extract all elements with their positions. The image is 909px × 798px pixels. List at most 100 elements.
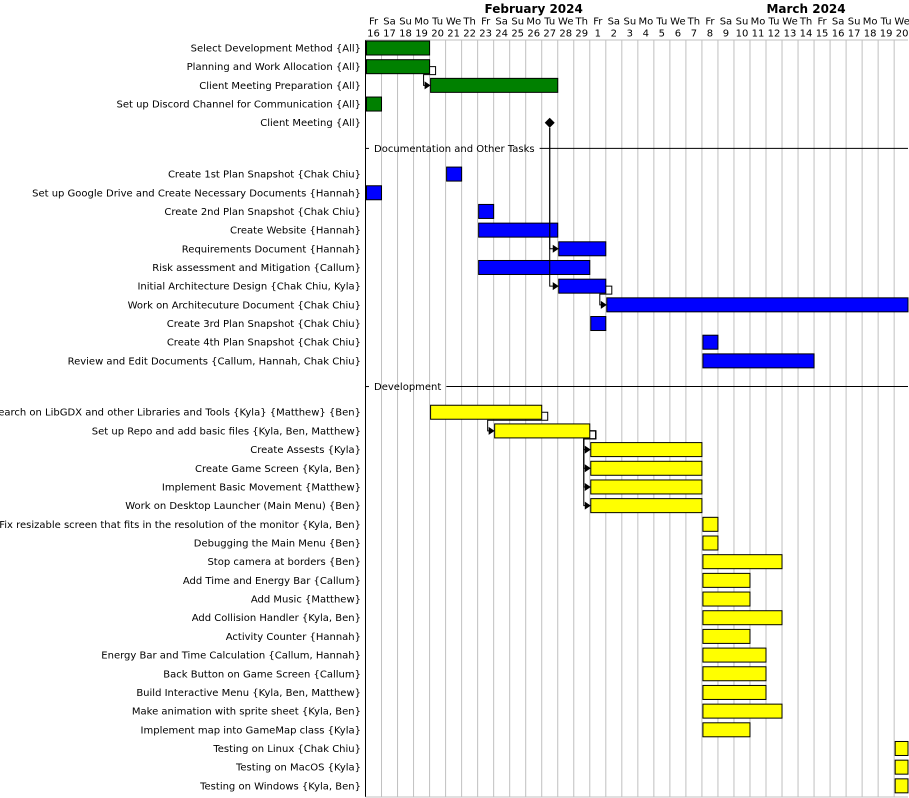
day-of-week-label: Tu bbox=[431, 17, 443, 28]
task-bar bbox=[702, 628, 751, 644]
task-bar bbox=[430, 404, 543, 420]
day-of-week-label: Th bbox=[575, 17, 588, 28]
task-label: Back Button on Game Screen {Callum} bbox=[163, 669, 361, 680]
day-of-week-label: We bbox=[894, 17, 909, 28]
day-of-week-label: Sa bbox=[495, 17, 507, 28]
day-number-label: 27 bbox=[543, 29, 556, 40]
dependency-arrowhead bbox=[600, 300, 607, 309]
day-number-label: 8 bbox=[707, 29, 713, 40]
task-label: Set up Google Drive and Create Necessary… bbox=[32, 188, 361, 199]
task-label: Client Meeting Preparation {All} bbox=[199, 81, 361, 92]
task-bar bbox=[894, 778, 909, 794]
task-bar bbox=[702, 647, 767, 663]
task-label: Planning and Work Allocation {All} bbox=[187, 62, 361, 73]
day-number-label: 13 bbox=[784, 29, 797, 40]
task-bar bbox=[606, 297, 909, 313]
day-of-week-label: Tu bbox=[543, 17, 555, 28]
task-bar bbox=[702, 353, 815, 369]
task-bar bbox=[366, 96, 383, 112]
task-label: Implement Basic Movement {Matthew} bbox=[162, 482, 361, 493]
task-bar bbox=[702, 666, 767, 682]
task-label: Initial Architecture Design {Chak Chiu, … bbox=[137, 282, 361, 293]
day-of-week-label: Fr bbox=[817, 17, 827, 28]
section-label: Documentation and Other Tasks bbox=[374, 144, 535, 155]
task-label: Create Website {Hannah} bbox=[230, 226, 361, 237]
milestone-marker bbox=[544, 117, 555, 128]
day-number-label: 15 bbox=[816, 29, 829, 40]
day-of-week-label: Fr bbox=[705, 17, 715, 28]
task-label: Stop camera at borders {Ben} bbox=[207, 557, 361, 568]
day-of-week-label: Fr bbox=[369, 17, 379, 28]
day-number-label: 9 bbox=[723, 29, 729, 40]
day-of-week-label: Th bbox=[462, 17, 475, 28]
task-bar bbox=[702, 516, 719, 532]
task-label: Energy Bar and Time Calculation {Callum,… bbox=[101, 651, 361, 662]
day-number-label: 20 bbox=[896, 29, 909, 40]
day-number-label: 6 bbox=[675, 29, 681, 40]
day-number-label: 20 bbox=[431, 29, 444, 40]
task-bar bbox=[702, 703, 783, 719]
task-bar bbox=[590, 479, 703, 495]
task-label: Review and Edit Documents {Callum, Hanna… bbox=[68, 356, 361, 367]
task-label: Create 2nd Plan Snapshot {Chak Chiu} bbox=[164, 207, 361, 218]
task-bar bbox=[478, 259, 591, 275]
task-bar bbox=[702, 722, 751, 738]
task-label: Create Game Screen {Kyla, Ben} bbox=[195, 464, 361, 475]
day-number-label: 11 bbox=[752, 29, 765, 40]
day-of-week-label: Mo bbox=[526, 17, 541, 28]
task-bar bbox=[366, 59, 431, 75]
dependency-arrowhead bbox=[584, 501, 591, 510]
task-label: Risk assessment and Mitigation {Callum} bbox=[152, 263, 361, 274]
day-of-week-label: Sa bbox=[383, 17, 395, 28]
day-number-label: 24 bbox=[495, 29, 508, 40]
day-number-label: 19 bbox=[415, 29, 428, 40]
dependency-arrowhead bbox=[552, 244, 559, 253]
day-of-week-label: Fr bbox=[481, 17, 491, 28]
day-number-label: 3 bbox=[627, 29, 633, 40]
task-label: Work on Architecuture Document {Chak Chi… bbox=[128, 300, 361, 311]
dependency-arrowhead bbox=[584, 445, 591, 454]
task-label: Add Music {Matthew} bbox=[251, 595, 361, 606]
section-label: Development bbox=[374, 382, 441, 393]
task-bar bbox=[590, 460, 703, 476]
day-number-label: 23 bbox=[479, 29, 492, 40]
day-of-week-label: Su bbox=[399, 17, 412, 28]
month-label: March 2024 bbox=[766, 2, 845, 16]
day-number-label: 4 bbox=[643, 29, 649, 40]
day-number-label: 16 bbox=[367, 29, 380, 40]
task-bar bbox=[366, 185, 383, 201]
dependency-arrowhead bbox=[424, 81, 431, 90]
dependency-arrowhead bbox=[552, 282, 559, 291]
day-of-week-label: We bbox=[670, 17, 685, 28]
task-bar bbox=[894, 759, 909, 775]
day-number-label: 16 bbox=[832, 29, 845, 40]
task-label: Implement map into GameMap class {Kyla} bbox=[141, 725, 361, 736]
day-number-label: 12 bbox=[768, 29, 781, 40]
day-number-label: 25 bbox=[511, 29, 524, 40]
day-number-label: 1 bbox=[595, 29, 601, 40]
day-of-week-label: Mo bbox=[863, 17, 878, 28]
task-label: Testing on MacOS {Kyla} bbox=[235, 763, 361, 774]
task-bar bbox=[558, 278, 607, 294]
day-of-week-label: Th bbox=[687, 17, 700, 28]
task-label: Add Time and Energy Bar {Callum} bbox=[183, 576, 361, 587]
day-of-week-label: Fr bbox=[593, 17, 603, 28]
day-of-week-label: We bbox=[782, 17, 797, 28]
task-bar bbox=[590, 498, 703, 514]
task-label: Research on LibGDX and other Libraries a… bbox=[0, 408, 361, 419]
task-bar bbox=[702, 334, 719, 350]
task-label: Create 1st Plan Snapshot {Chak Chiu} bbox=[168, 170, 361, 181]
task-bar bbox=[702, 572, 751, 588]
task-bar bbox=[558, 241, 607, 257]
day-of-week-label: We bbox=[446, 17, 461, 28]
task-label: Testing on Linux {Chak Chiu} bbox=[212, 744, 361, 755]
task-bar bbox=[702, 554, 783, 570]
day-of-week-label: Tu bbox=[768, 17, 780, 28]
month-label: February 2024 bbox=[485, 2, 583, 16]
day-number-label: 17 bbox=[383, 29, 396, 40]
day-number-label: 5 bbox=[659, 29, 665, 40]
task-label: Set up Repo and add basic files {Kyla, B… bbox=[92, 426, 361, 437]
task-bar bbox=[478, 222, 559, 238]
